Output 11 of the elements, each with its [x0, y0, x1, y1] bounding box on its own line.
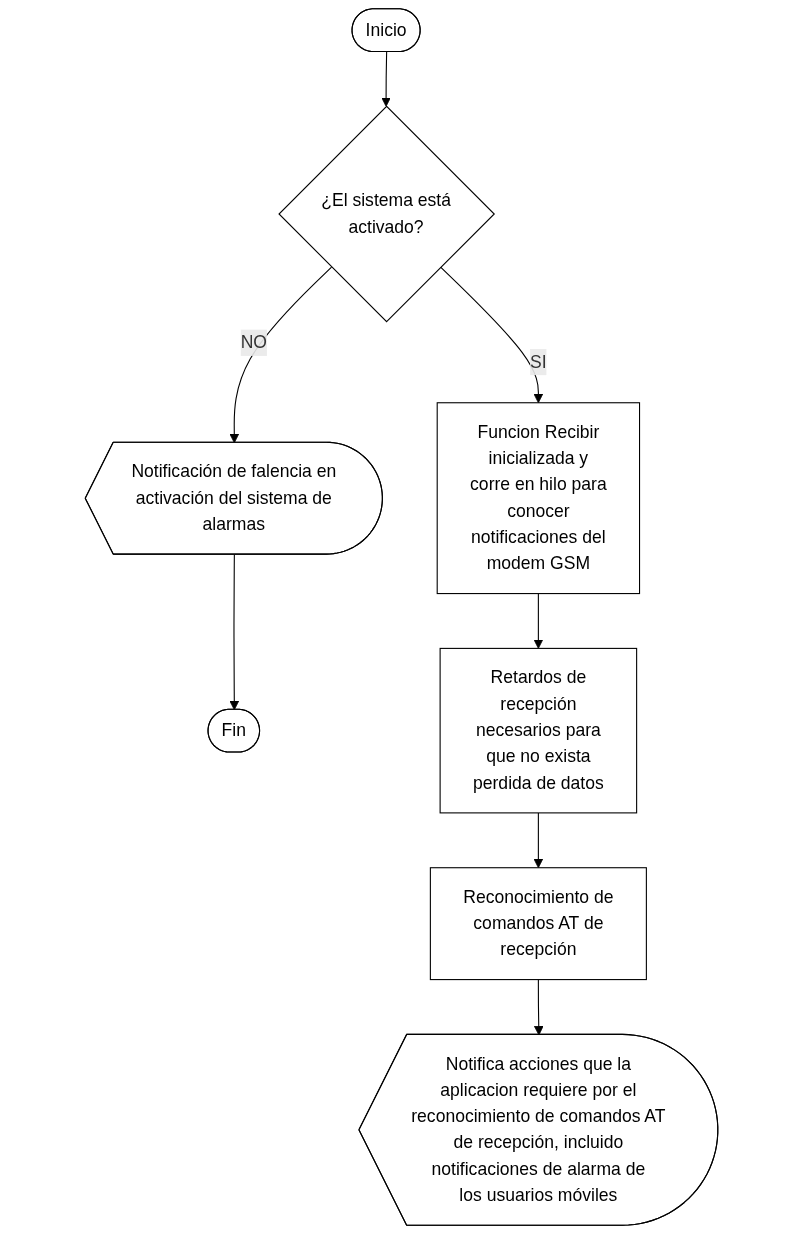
edge-label: NO — [240, 332, 267, 352]
arrow — [533, 812, 544, 869]
node-diamond: ¿El sistema está activado? — [278, 105, 496, 323]
arrow — [440, 266, 544, 404]
node-box: Retardos de recepción necesarios para que no exista perdida de datos — [439, 647, 638, 814]
edge-label: SI — [530, 352, 547, 371]
arrow — [381, 51, 391, 107]
arrow — [533, 593, 544, 649]
node-box: Reconocimiento de comandos AT de recepción — [429, 867, 647, 981]
arrow — [229, 554, 240, 711]
node-box: Funcion Recibir inicializada y corre en hilo para conocer notificaciones del modem GSM — [436, 402, 641, 595]
